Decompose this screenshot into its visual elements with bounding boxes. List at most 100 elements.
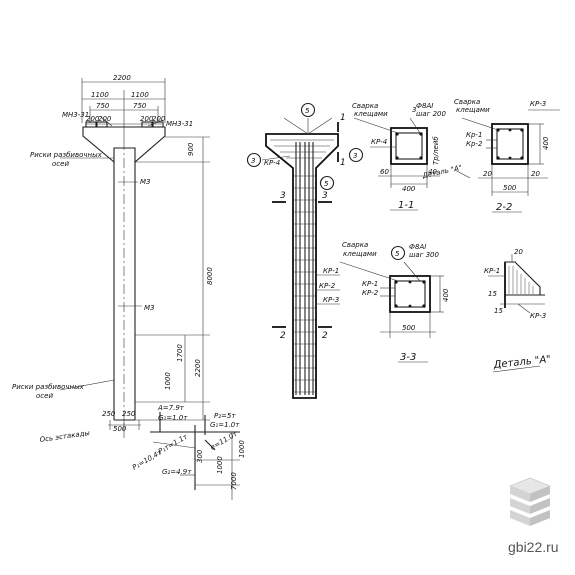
mark-3a: 3	[251, 157, 255, 165]
s11-rebar-1: Ф8АI	[416, 102, 433, 110]
da-d15b: 15	[494, 307, 503, 315]
dim-1700: 1700	[176, 344, 184, 362]
dim-1000b: 1000	[238, 440, 246, 458]
section-2a: 2	[280, 331, 286, 341]
section-3-3	[339, 245, 444, 363]
dim-plate-b: 200	[98, 115, 112, 123]
section-3b: 3	[322, 191, 328, 201]
mark-5a: 5	[305, 107, 310, 115]
s33-rebar-2: шаг 300	[409, 251, 440, 259]
section-1-1	[353, 117, 440, 211]
column-elevation	[59, 78, 240, 500]
s33-title: 3-3	[400, 352, 416, 363]
section-3a: 3	[280, 191, 286, 201]
dim-inner-left: 750	[96, 102, 110, 110]
column1-labels: 2200 1100 1100 750 750 200 200 200 200 М…	[12, 74, 246, 490]
label-kr4: КР-4	[264, 159, 280, 167]
rebar-stirrups	[294, 175, 315, 393]
load-p2: P₂=5т	[214, 412, 236, 420]
s11-mark: 3	[412, 106, 416, 114]
label-kr1: КР-1	[323, 267, 339, 275]
dim-7000: 7000	[230, 472, 238, 490]
label-risk-bot-2: осей	[36, 392, 53, 400]
s11-d40: 40	[428, 168, 437, 176]
label-axis: Ось эстакады	[39, 429, 91, 444]
dim-2200: 2200	[194, 359, 202, 377]
s33-rebar-1: Ф8АI	[409, 243, 426, 251]
column-reinforcement	[246, 102, 364, 399]
mark-5b: 5	[324, 180, 329, 188]
s22-d20b: 20	[531, 170, 540, 178]
dim-plate-d: 200	[152, 115, 166, 123]
s33-weld-1: Сварка	[342, 241, 368, 249]
section-1a: 1	[340, 113, 346, 123]
s22-title: 2-2	[496, 202, 512, 213]
watermark-text: gbi22.ru	[508, 539, 559, 555]
load-g1b: G₁=1.0т	[210, 421, 240, 429]
s11-d400: 400	[402, 185, 416, 193]
watermark-logo	[509, 477, 551, 526]
section-2b: 2	[322, 331, 328, 341]
label-kr2: КР-2	[319, 282, 336, 290]
mark-3b: 3	[353, 152, 357, 160]
load-g2: G₂=4.9т	[162, 468, 192, 476]
dim-300: 300	[196, 449, 204, 463]
s33-weld-2: клещами	[343, 250, 377, 258]
s11-weld-1: Сварка	[352, 102, 378, 110]
dim-900: 900	[187, 142, 195, 156]
s11-weld-2: клещами	[354, 110, 388, 118]
s22-kr3: КР-3	[530, 100, 546, 108]
da-d20: 20	[514, 248, 523, 256]
dim-half-left: 1100	[91, 91, 109, 99]
section-2-2	[454, 109, 560, 213]
dim-1000: 1000	[164, 372, 172, 390]
s33-d400: 400	[442, 288, 450, 302]
s22-d400: 400	[542, 136, 550, 150]
s11-side: Тр/лейб	[432, 136, 440, 165]
dim-8000: 8000	[206, 267, 214, 285]
load-e: е=11.0т	[209, 429, 240, 451]
s22-d500: 500	[503, 184, 517, 192]
detail-a-labels: 20 КР-1 15 15 КР-3 Деталь "А"	[484, 248, 551, 371]
dim-1000c: 1000	[216, 456, 224, 474]
dim-plate-c: 200	[140, 115, 154, 123]
s11-rebar-2: шаг 200	[416, 110, 447, 118]
section-1b: 1	[340, 158, 346, 168]
dim-500: 500	[113, 425, 127, 433]
section-1-1-labels: Сварка клещами Ф8АI шаг 200 3 КР-4 60 40…	[352, 102, 447, 211]
load-a: А=7.9т	[157, 404, 185, 412]
label-risk-bot-1: Риски разбивочных	[12, 383, 85, 391]
s11-d60: 60	[380, 168, 389, 176]
s33-kr1: КР-1	[362, 280, 378, 288]
dim-inner-right: 750	[133, 102, 147, 110]
detail-a	[488, 254, 545, 373]
label-mn-left: МН3-31	[62, 111, 89, 119]
s22-weld-1: Сварка	[454, 98, 480, 106]
s22-kr1: Кр-1	[466, 131, 482, 139]
s33-mark: 5	[395, 250, 400, 258]
label-kr3: КР-3	[323, 296, 339, 304]
column2-labels: 5 3 3 5 КР-4 1 1 3 3 2 2 КР-1 КР-2 КР-3	[251, 107, 357, 341]
label-risk-top-1: Риски разбивочных	[30, 151, 103, 159]
s33-d500: 500	[402, 324, 416, 332]
s22-kr2: Кр-2	[466, 140, 483, 148]
s22-weld-2: клещами	[456, 106, 490, 114]
dim-top-width: 2200	[113, 74, 131, 82]
da-kr1: КР-1	[484, 267, 500, 275]
s33-kr2: КР-2	[362, 289, 379, 297]
label-m3-upper: М3	[140, 178, 151, 186]
label-m3-lower: М3	[144, 304, 155, 312]
label-risk-top-2: осей	[52, 160, 69, 168]
label-mn-right: МН3-31	[166, 120, 193, 128]
s11-title: 1-1	[398, 200, 414, 211]
load-p1t: P₁т=1.1т	[157, 432, 190, 455]
section-3-3-labels: Сварка клещами 5 Ф8АI шаг 300 КР-1 КР-2 …	[342, 241, 450, 363]
dim-half-right: 1100	[131, 91, 149, 99]
dim-250b: 250	[122, 410, 136, 418]
load-g1: G₁=1.0т	[158, 414, 188, 422]
da-kr3: КР-3	[530, 312, 546, 320]
s11-kr4: КР-4	[371, 138, 387, 146]
s22-d20a: 20	[483, 170, 492, 178]
dim-plate-a: 200	[86, 115, 100, 123]
